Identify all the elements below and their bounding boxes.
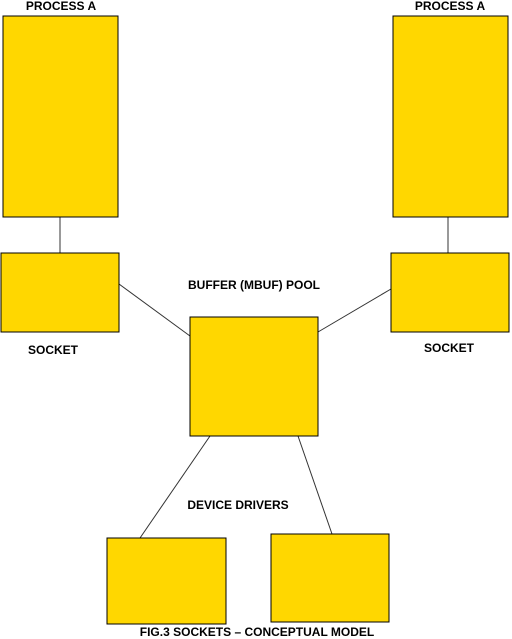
process-box-right: [392, 15, 509, 218]
socket-label-left: SOCKET: [28, 343, 79, 357]
connector-buffer-driver-left: [139, 435, 211, 539]
socket-box-left: [0, 252, 120, 333]
socket-label-right: SOCKET: [424, 341, 475, 355]
connector-socket-right-buffer: [317, 288, 392, 333]
socket-box-right: [390, 252, 510, 333]
buffer-pool-label: BUFFER (MBUF) POOL: [188, 278, 320, 292]
connector-socket-left-buffer: [118, 283, 191, 337]
device-driver-box-left: [106, 537, 227, 625]
process-label-right: PROCESS A: [415, 0, 486, 13]
buffer-pool-box: [189, 316, 319, 437]
process-box-left: [2, 15, 119, 218]
process-label-left: PROCESS A: [26, 0, 97, 13]
connector-buffer-driver-right: [297, 435, 333, 535]
device-drivers-label: DEVICE DRIVERS: [187, 498, 288, 512]
device-driver-box-right: [270, 533, 390, 623]
figure-caption: FIG.3 SOCKETS – CONCEPTUAL MODEL: [140, 625, 374, 639]
